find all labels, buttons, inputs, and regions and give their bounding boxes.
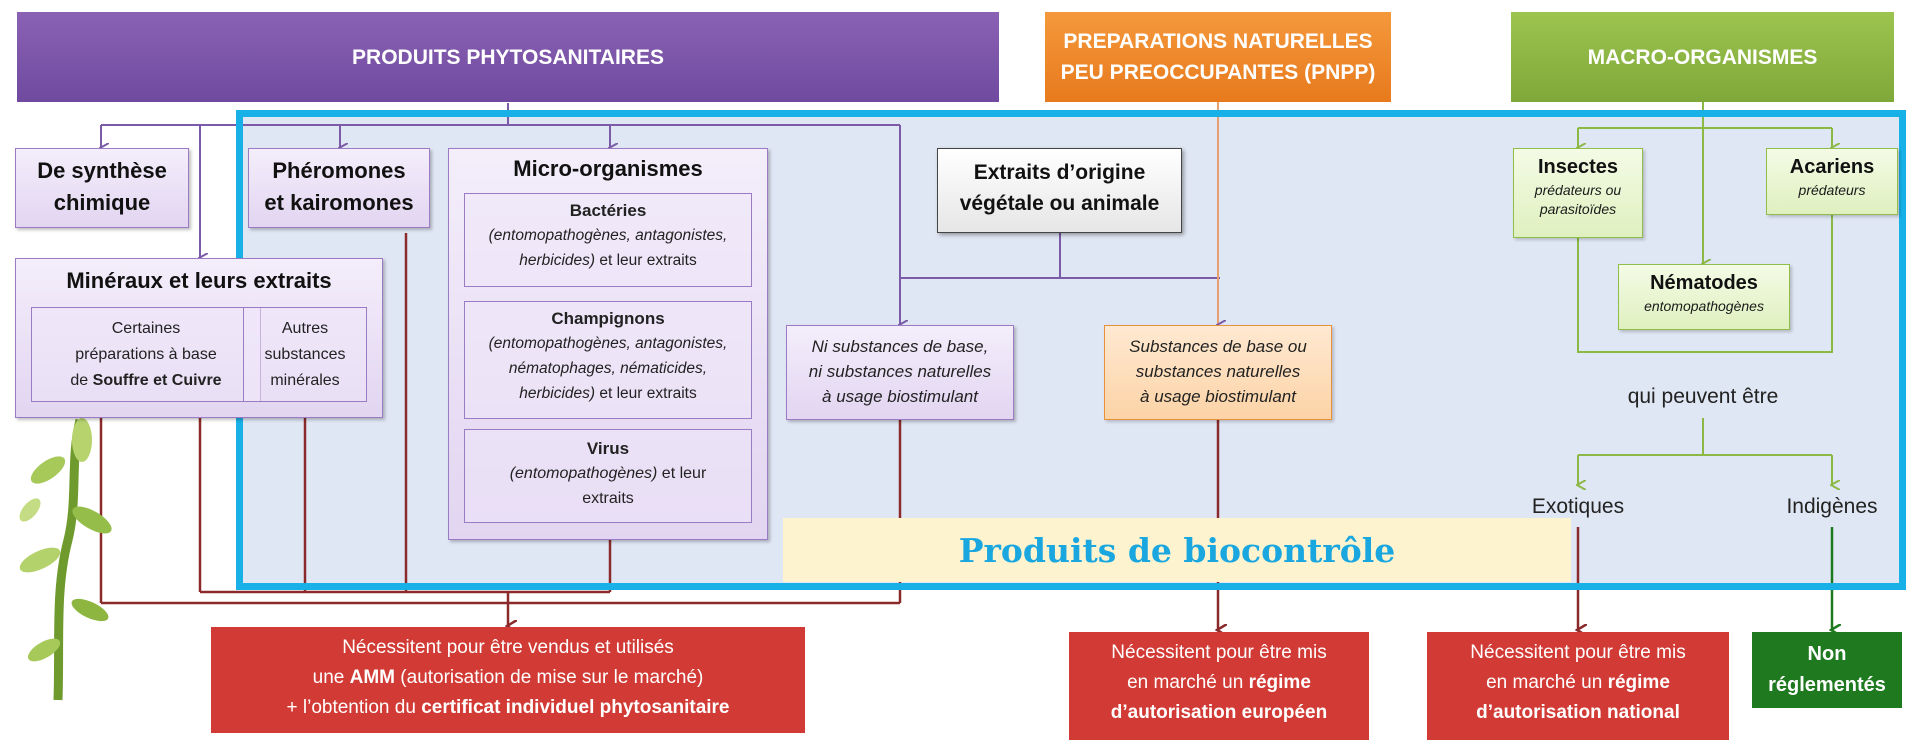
amm-line2: une AMM (autorisation de mise sur le mar…	[312, 667, 704, 688]
acariens-line1: prédateurs	[1798, 182, 1866, 198]
ni-substances-line3: à usage biostimulant	[822, 387, 978, 406]
non-reglementes-box: Non réglementés	[1752, 632, 1902, 708]
nematodes-title: Nématodes	[1650, 272, 1758, 294]
phytosanitaires-header: PRODUITS PHYTOSANITAIRES	[17, 12, 999, 102]
europeen-line2: en marché un régime	[1127, 672, 1311, 693]
macro-organismes-header: MACRO-ORGANISMES	[1511, 12, 1894, 102]
champignons-line2: nématophages, nématicides,	[508, 360, 708, 377]
mineraux-box: Minéraux et leurs extraits Certaines pré…	[15, 258, 383, 418]
virus-title: Virus	[586, 439, 630, 458]
biocontrole-label: Produits de biocontrôle	[783, 518, 1571, 582]
macro-organismes-header-label: MACRO-ORGANISMES	[1587, 45, 1818, 69]
soufre-line2: préparations à base	[75, 346, 217, 363]
virus-line1: (entomopathogènes) et leur	[509, 465, 707, 482]
mineraux-title: Minéraux et leurs extraits	[66, 268, 332, 293]
virus-line2: extraits	[582, 490, 634, 507]
insectes-title: Insectes	[1537, 156, 1619, 178]
soufre-line3: de Souffre et Cuivre	[70, 372, 222, 389]
extraits-origine-box: Extraits d’origine végétale ou animale	[937, 148, 1182, 233]
soufre-cuivre-box: Certaines préparations à base de Souffre…	[31, 307, 261, 402]
nematodes-line1: entomopathogènes	[1644, 298, 1764, 314]
amm-line1: Nécessitent pour être vendus et utilisés	[342, 637, 674, 658]
substances-line3: à usage biostimulant	[1140, 387, 1296, 406]
substances-line1: Substances de base ou	[1129, 337, 1307, 356]
amm-box: Nécessitent pour être vendus et utilisés…	[211, 627, 805, 733]
pheromones-line2: et kairomones	[264, 190, 414, 215]
bacteries-title: Bactéries	[569, 201, 647, 220]
autres-line1: Autres	[281, 320, 329, 337]
europeen-line3: d’autorisation européen	[1110, 702, 1328, 723]
autres-line2: substances	[264, 346, 346, 363]
synthese-chimique-box: De synthèse chimique	[15, 148, 189, 228]
insectes-line1: prédateurs ou	[1534, 182, 1622, 198]
national-line1: Nécessitent pour être mis	[1470, 642, 1686, 663]
non-reglementes-line2: réglementés	[1768, 674, 1886, 696]
indigenes-label: Indigènes	[1786, 495, 1878, 518]
exotiques-label: Exotiques	[1531, 495, 1625, 518]
qui-peuvent-etre-label: qui peuvent être	[1627, 385, 1779, 408]
autres-line3: minérales	[270, 372, 340, 389]
extraits-line1: Extraits d’origine	[973, 161, 1146, 184]
micro-organismes-title: Micro-organismes	[513, 156, 703, 181]
synthese-line2: chimique	[53, 190, 151, 215]
pheromones-box: Phéromones et kairomones	[248, 148, 430, 228]
pnpp-header-line1: PREPARATIONS NATURELLES	[1063, 30, 1373, 53]
pnpp-header-line2: PEU PREOCCUPANTES (PNPP)	[1060, 61, 1376, 84]
regime-national-box: Nécessitent pour être mis en marché un r…	[1427, 632, 1729, 740]
non-reglementes-line1: Non	[1807, 643, 1847, 665]
bacteries-line1: (entomopathogènes, antagonistes,	[488, 227, 728, 244]
bacteries-box: Bactéries (entomopathogènes, antagoniste…	[464, 193, 752, 287]
regime-europeen-box: Nécessitent pour être mis en marché un r…	[1069, 632, 1369, 740]
ni-substances-line1: Ni substances de base,	[811, 337, 989, 356]
micro-organismes-box: Micro-organismes Bactéries (entomopathog…	[448, 148, 768, 540]
substances-line2: substances naturelles	[1135, 362, 1301, 381]
national-line3: d’autorisation national	[1476, 702, 1680, 723]
champignons-line3: herbicides) et leur extraits	[519, 385, 697, 402]
acariens-box: Acariens prédateurs	[1766, 148, 1898, 215]
substances-base-box: Substances de base ou substances naturel…	[1104, 325, 1332, 420]
pnpp-header: PREPARATIONS NATURELLES PEU PREOCCUPANTE…	[1045, 12, 1391, 102]
europeen-line1: Nécessitent pour être mis	[1111, 642, 1327, 663]
phytosanitaires-header-label: PRODUITS PHYTOSANITAIRES	[352, 45, 664, 69]
national-line2: en marché un régime	[1486, 672, 1670, 693]
champignons-title: Champignons	[551, 309, 665, 328]
biocontrole-label-text: Produits de biocontrôle	[958, 530, 1396, 570]
insectes-line2: parasitoïdes	[1539, 201, 1617, 217]
autres-mineraux-box: Autres substances minérales	[243, 307, 367, 402]
nematodes-box: Nématodes entomopathogènes	[1618, 264, 1790, 330]
champignons-box: Champignons (entomopathogènes, antagonis…	[464, 301, 752, 419]
virus-box: Virus (entomopathogènes) et leur extrait…	[464, 429, 752, 523]
insectes-box: Insectes prédateurs ou parasitoïdes	[1513, 148, 1643, 238]
ni-substances-line2: ni substances naturelles	[808, 362, 992, 381]
extraits-line2: végétale ou animale	[959, 192, 1160, 215]
amm-line3: + l’obtention du certificat individuel p…	[286, 697, 730, 718]
bacteries-line2: herbicides) et leur extraits	[519, 252, 697, 269]
plant-illustration	[19, 418, 112, 701]
synthese-line1: De synthèse	[37, 158, 167, 183]
champignons-line1: (entomopathogènes, antagonistes,	[488, 335, 728, 352]
pheromones-line1: Phéromones	[272, 158, 406, 183]
ni-substances-box: Ni substances de base, ni substances nat…	[786, 325, 1014, 420]
acariens-title: Acariens	[1789, 156, 1875, 178]
soufre-line1: Certaines	[111, 320, 181, 337]
